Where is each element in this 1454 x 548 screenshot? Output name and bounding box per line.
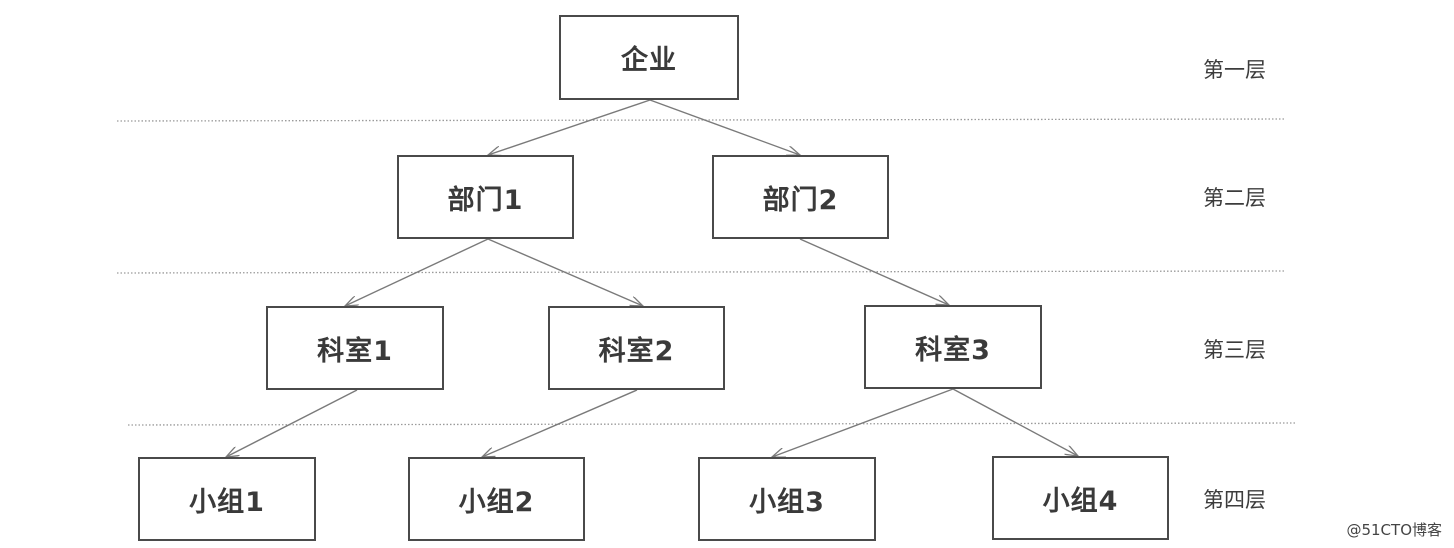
edge-enterprise-to-dept1	[488, 99, 651, 155]
level-label-1: 第一层	[1203, 58, 1266, 82]
edge-dept1-to-office1	[345, 238, 489, 306]
edge-office3-to-group4	[952, 388, 1078, 456]
node-office-3: 科室3	[864, 305, 1042, 389]
level-divider-2	[116, 270, 1286, 274]
edge-dept2-to-office3	[799, 238, 949, 305]
edge-enterprise-to-dept2	[649, 99, 800, 155]
node-group-1: 小组1	[138, 457, 316, 541]
node-dept-2: 部门2	[712, 155, 889, 239]
node-group-2: 小组2	[408, 457, 585, 541]
node-enterprise: 企业	[559, 15, 739, 100]
node-dept-1: 部门1	[397, 155, 574, 239]
level-label-4: 第四层	[1203, 488, 1266, 512]
level-label-2: 第二层	[1203, 186, 1266, 210]
edge-office3-to-group3	[772, 388, 954, 457]
node-group-4: 小组4	[992, 456, 1169, 540]
level-divider-1	[116, 118, 1286, 122]
node-group-3: 小组3	[698, 457, 876, 541]
watermark: @51CTO博客	[1346, 521, 1442, 539]
edge-group	[226, 99, 1078, 457]
edge-dept1-to-office2	[487, 238, 643, 306]
node-office-2: 科室2	[548, 306, 725, 390]
edge-office1-to-group1	[226, 389, 358, 457]
level-divider-3	[127, 422, 1298, 426]
node-office-1: 科室1	[266, 306, 444, 390]
edge-office2-to-group2	[482, 389, 638, 457]
level-label-3: 第三层	[1203, 338, 1266, 362]
